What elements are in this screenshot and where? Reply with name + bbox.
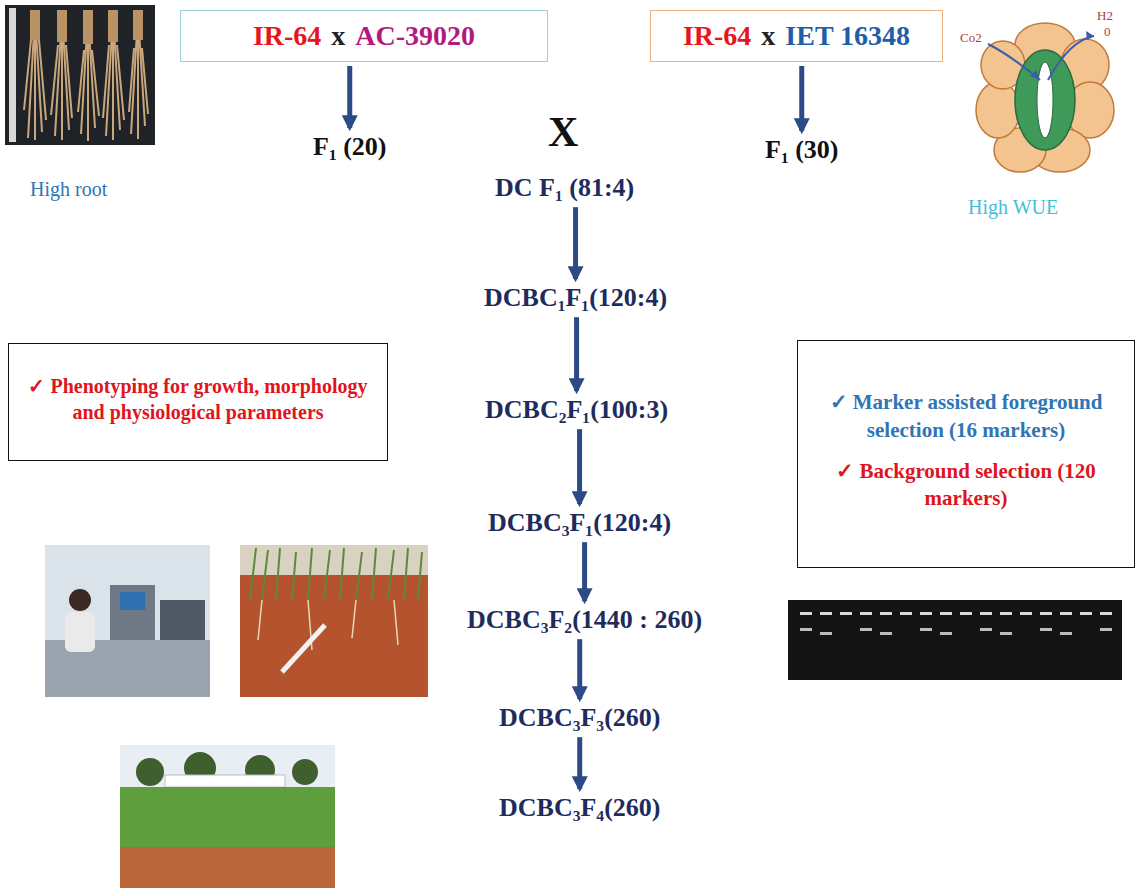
trait-label: High WUE xyxy=(968,196,1058,219)
generation-label: DCBC₁F₁(120:4) xyxy=(484,282,667,313)
note-box: ✓ Marker assisted foreground selection (… xyxy=(797,340,1135,568)
trait-label: High root xyxy=(30,178,107,201)
generation-label: F₁ (30) xyxy=(765,134,839,165)
node-text: ✓ xyxy=(830,390,848,414)
node-text: F₁ (20) xyxy=(313,132,387,161)
stomata-illustration xyxy=(976,23,1114,172)
flow-arrow xyxy=(577,737,582,789)
soil-photo xyxy=(240,545,428,697)
node-text: IR-64 xyxy=(683,20,751,52)
generation-label: DC F₁ (81:4) xyxy=(495,172,634,203)
generation-label: DCBC₃F₄(260) xyxy=(499,792,660,823)
gel-photo xyxy=(788,600,1122,680)
cross-box: IR-64 x IET 16348 xyxy=(650,10,943,62)
node-text: DCBC₁F₁(120:4) xyxy=(484,283,667,312)
node-text: x xyxy=(761,20,775,52)
note-box: ✓ Phenotyping for growth, morphology and… xyxy=(8,343,388,461)
node-text: DCBC₃F₃(260) xyxy=(499,703,660,732)
flow-arrow xyxy=(799,66,804,131)
node-text: DCBC₂F₁(100:3) xyxy=(485,395,668,424)
flow-arrow xyxy=(573,207,578,279)
node-text: IET 16348 xyxy=(785,20,910,52)
generation-label: DCBC₃F₂(1440 : 260) xyxy=(467,604,702,635)
node-text: ✓ xyxy=(28,375,45,397)
flow-arrow xyxy=(574,317,579,391)
flow-arrow xyxy=(577,429,582,504)
node-text: ✓ xyxy=(836,459,854,483)
generation-label: F₁ (20) xyxy=(313,131,387,162)
flow-arrow xyxy=(347,66,352,128)
node-text: Background selection (120 markers) xyxy=(859,459,1095,510)
node-text: IR-64 xyxy=(253,20,321,52)
node-text: F₁ (30) xyxy=(765,135,839,164)
generation-label: DCBC₂F₁(100:3) xyxy=(485,394,668,425)
gas-label: Co2 xyxy=(960,30,982,46)
gas-label: H2 xyxy=(1097,8,1113,24)
cross-symbol: X xyxy=(548,108,578,156)
flow-arrow xyxy=(577,639,582,699)
node-text: Marker assisted foreground selection (16… xyxy=(853,390,1103,441)
lab-photo xyxy=(45,545,210,697)
node-text: Phenotyping for growth, morphology and p… xyxy=(50,375,367,423)
node-text: DCBC₃F₄(260) xyxy=(499,793,660,822)
field-photo xyxy=(120,745,335,888)
generation-label: DCBC₃F₁(120:4) xyxy=(488,507,671,538)
node-text: DCBC₃F₂(1440 : 260) xyxy=(467,605,702,634)
generation-label: DCBC₃F₃(260) xyxy=(499,702,660,733)
node-text: DCBC₃F₁(120:4) xyxy=(488,508,671,537)
node-text: x xyxy=(331,20,345,52)
node-text: DC F₁ (81:4) xyxy=(495,173,634,202)
node-text: AC-39020 xyxy=(355,20,475,52)
cross-box: IR-64 x AC-39020 xyxy=(180,10,548,62)
flow-arrow xyxy=(582,542,587,601)
gas-label: 0 xyxy=(1104,24,1111,40)
root-photo xyxy=(5,5,155,145)
